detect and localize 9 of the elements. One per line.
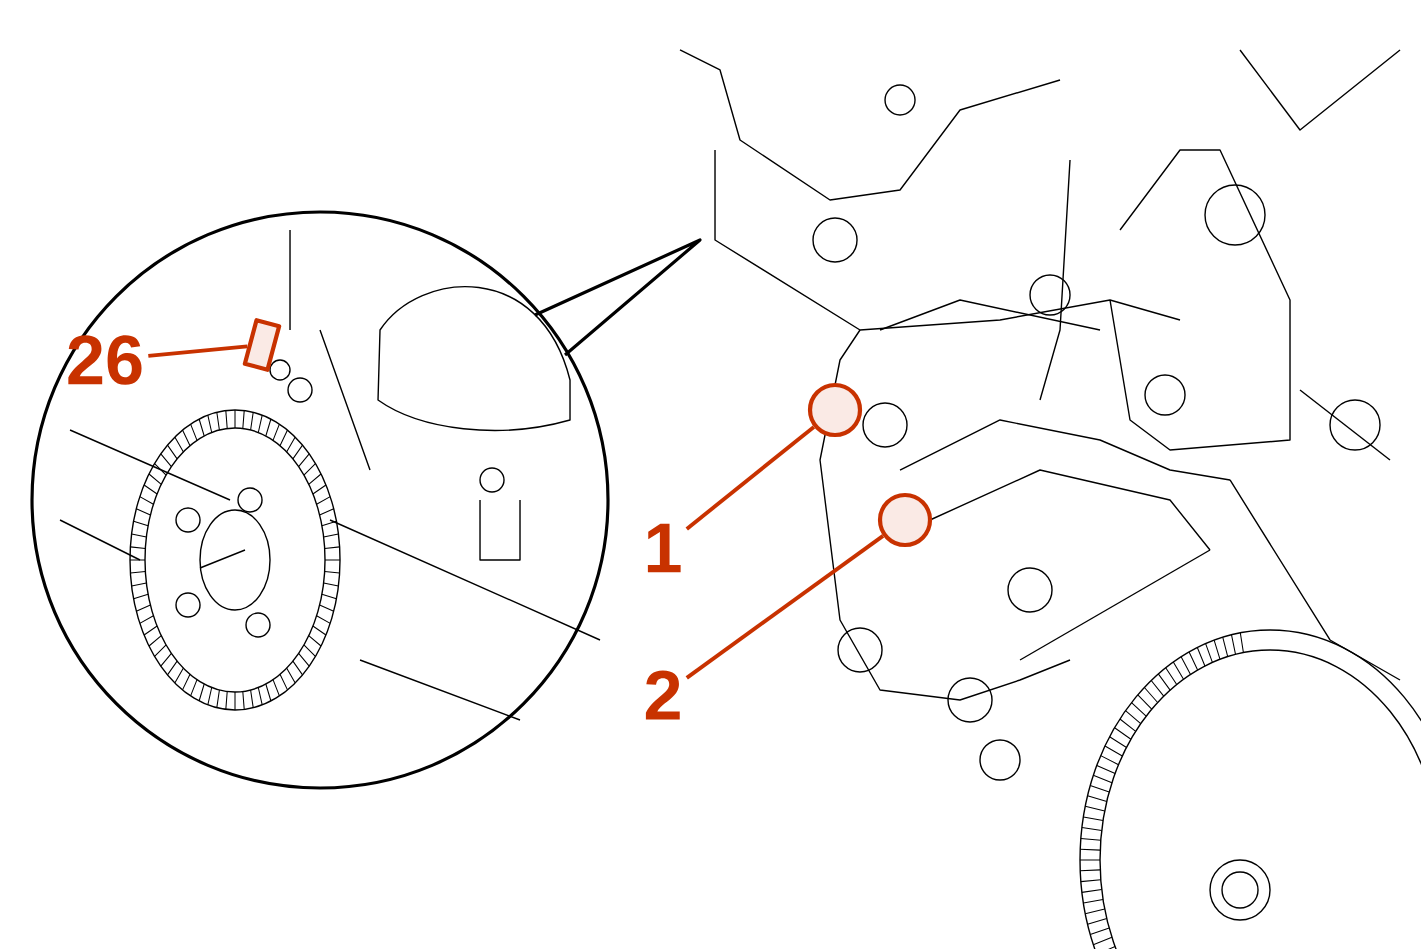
callout-number: 1: [647, 523, 681, 573]
sensor-part: [242, 318, 282, 372]
leader-line: [685, 425, 816, 531]
plug-part: [807, 382, 863, 438]
callout-number: 2: [645, 670, 680, 720]
callout-number: 26: [68, 335, 142, 385]
plug-part: [877, 492, 933, 548]
leader-line: [685, 534, 885, 680]
leader-line: [148, 344, 248, 358]
